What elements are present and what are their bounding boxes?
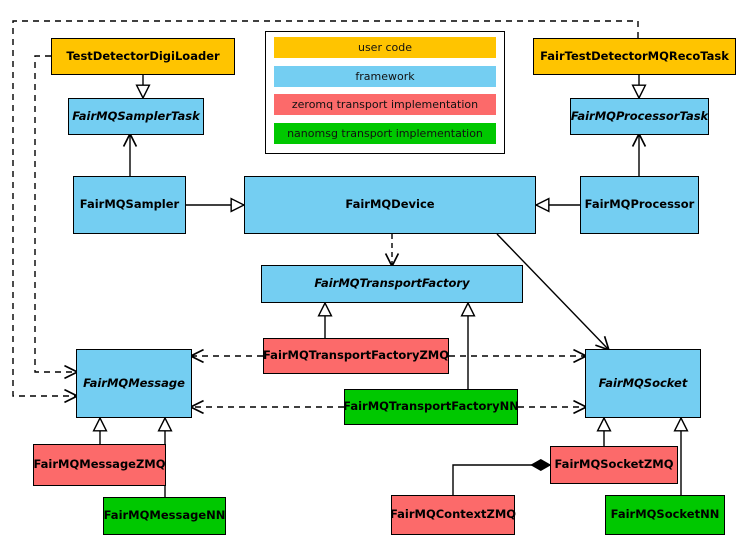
class-node-fairmqsocketnn[interactable]: FairMQSocketNN	[605, 495, 725, 535]
edge-digiloader-message	[34, 55, 76, 372]
class-node-fairtestdetectormqrecotask[interactable]: FairTestDetectorMQRecoTask	[533, 38, 736, 75]
class-label: FairMQMessageNN	[103, 508, 226, 523]
class-label: FairMQTransportFactory	[314, 276, 470, 291]
legend-label-nanomsg: nanomsg transport implementation	[287, 127, 483, 140]
class-node-fairmqsampler[interactable]: FairMQSampler	[73, 176, 186, 234]
legend-item-user-code: user code	[274, 37, 496, 58]
legend-label-zeromq: zeromq transport implementation	[291, 98, 479, 111]
class-node-fairmqprocessor[interactable]: FairMQProcessor	[580, 176, 699, 234]
class-node-fairmqmessagenn[interactable]: FairMQMessageNN	[103, 497, 226, 535]
class-node-fairmqmessage[interactable]: FairMQMessage	[76, 349, 192, 418]
class-node-testdetectordigiloader[interactable]: TestDetectorDigiLoader	[51, 38, 235, 75]
class-label: FairMQTransportFactoryNN	[343, 399, 519, 414]
edge-device-socket	[496, 233, 608, 349]
class-label: TestDetectorDigiLoader	[66, 48, 220, 63]
class-node-fairmqsocket[interactable]: FairMQSocket	[585, 349, 701, 418]
class-label: FairMQSocketNN	[610, 507, 720, 522]
class-node-fairmqdevice[interactable]: FairMQDevice	[244, 176, 536, 234]
class-label: FairMQSocketZMQ	[554, 457, 674, 472]
class-node-fairmqsamplertask[interactable]: FairMQSamplerTask	[68, 98, 204, 135]
class-node-fairmqtransportfactory[interactable]: FairMQTransportFactory	[261, 265, 523, 303]
class-label: FairMQProcessorTask	[570, 108, 709, 123]
class-label: FairTestDetectorMQRecoTask	[540, 48, 729, 63]
edge-contextzmq-socketzmq	[452, 458, 552, 495]
class-node-fairmqtransportfactorynn[interactable]: FairMQTransportFactoryNN	[343, 389, 519, 425]
class-label: FairMQProcessor	[584, 197, 695, 212]
class-node-fairmqcontextzmq[interactable]: FairMQContextZMQ	[389, 495, 517, 535]
class-label: FairMQMessage	[83, 375, 185, 390]
class-node-fairmqsocketzmq[interactable]: FairMQSocketZMQ	[550, 446, 678, 484]
class-label: FairMQSamplerTask	[72, 108, 200, 123]
class-label: FairMQSampler	[79, 197, 180, 212]
legend-item-framework: framework	[274, 66, 496, 87]
class-label: FairMQDevice	[345, 197, 435, 212]
class-node-fairmqprocessortask[interactable]: FairMQProcessorTask	[570, 98, 709, 135]
class-node-fairmqmessagezmq[interactable]: FairMQMessageZMQ	[33, 444, 166, 486]
class-label: FairMQTransportFactoryZMQ	[263, 348, 450, 363]
class-label: FairMQMessageZMQ	[33, 457, 166, 472]
legend-item-zeromq: zeromq transport implementation	[274, 94, 496, 115]
legend-item-nanomsg: nanomsg transport implementation	[274, 123, 496, 144]
legend-label-user-code: user code	[357, 41, 413, 54]
legend-label-framework: framework	[355, 70, 415, 83]
class-node-fairmqtransportfactoryzmq[interactable]: FairMQTransportFactoryZMQ	[263, 338, 449, 374]
class-label: FairMQSocket	[598, 375, 688, 390]
edge-recotask-message	[12, 20, 639, 396]
class-label: FairMQContextZMQ	[389, 507, 517, 522]
